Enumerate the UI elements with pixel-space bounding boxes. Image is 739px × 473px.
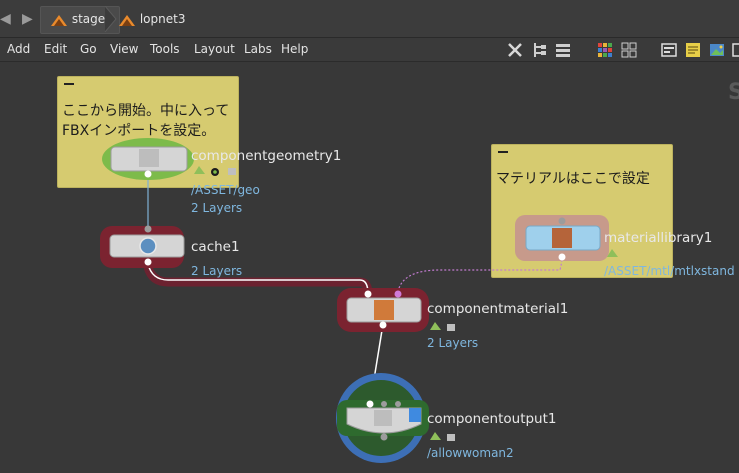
sticky-note-text: ここから開始。中に入ってFBXインポートを設定。 <box>62 103 230 139</box>
menu-tools[interactable]: Tools <box>150 42 180 56</box>
crumb-separator <box>104 6 117 32</box>
node-sub-path: /ASSET/geo <box>191 183 260 197</box>
crumb-stage[interactable]: stage <box>50 7 105 31</box>
crumb-label: stage <box>71 12 106 26</box>
output-connector <box>144 258 152 266</box>
stage-icon <box>51 14 67 26</box>
input-connector <box>366 400 374 408</box>
crumb-lopnet3[interactable]: lopnet3 <box>118 7 185 31</box>
component-material-icon <box>374 300 394 320</box>
crumb-label: lopnet3 <box>139 12 186 26</box>
tree-icon[interactable] <box>530 41 548 59</box>
output-connector <box>379 321 387 329</box>
menu-add[interactable]: Add <box>7 42 31 56</box>
wire-cache-material <box>147 263 369 295</box>
menu-bar: Add Edit Go View Tools Layout Labs Help <box>0 38 739 62</box>
input-connector <box>144 225 152 233</box>
sticky-note-text: マテリアルはここで設定 <box>496 171 650 187</box>
output-connector <box>558 253 566 261</box>
node-label-componentoutput1[interactable]: componentoutput1 <box>427 411 557 427</box>
ghost-text: S <box>728 80 739 105</box>
menu-view[interactable]: View <box>110 42 139 56</box>
panel-icon[interactable] <box>732 41 739 59</box>
tools-icon[interactable] <box>506 41 524 59</box>
component-output-icon <box>374 410 392 426</box>
menu-layout[interactable]: Layout <box>194 42 235 56</box>
input-connector <box>558 217 566 225</box>
material-library-icon <box>552 228 572 248</box>
sticky-note-icon[interactable] <box>684 41 702 59</box>
sticky-minimize-icon[interactable] <box>64 83 74 85</box>
wire-material-library <box>397 257 563 293</box>
node-sub-path: /allowwoman2 <box>427 446 514 460</box>
forward-arrow-icon[interactable]: ▶ <box>22 11 33 27</box>
node-label-componentgeometry1[interactable]: componentgeometry1 <box>191 148 342 164</box>
output-connector <box>380 433 388 441</box>
menu-edit[interactable]: Edit <box>44 42 68 56</box>
node-label-componentmaterial1[interactable]: componentmaterial1 <box>427 301 569 317</box>
input-connector <box>394 290 402 298</box>
component-geometry-icon <box>139 149 159 167</box>
node-sub-path: /ASSET/mtl/mtlxstand <box>604 264 735 278</box>
output-flag <box>409 408 421 422</box>
flag-icon <box>194 166 205 174</box>
lopnet-icon <box>119 14 135 26</box>
menu-help[interactable]: Help <box>281 42 309 56</box>
flag-icon <box>430 322 441 330</box>
sticky-minimize-icon[interactable] <box>498 151 508 153</box>
menu-go[interactable]: Go <box>80 42 97 56</box>
network-graph <box>100 138 618 463</box>
network-canvas[interactable]: S ここから開始。中に入ってFBXインポートを設定。 マテリアルはここで設定 <box>0 62 739 473</box>
lock-icon <box>447 434 455 441</box>
lock-icon <box>228 168 236 175</box>
node-sub-layers: 2 Layers <box>427 336 479 350</box>
input-connector <box>395 401 401 407</box>
lock-icon <box>447 324 455 331</box>
output-connector <box>144 170 152 178</box>
menu-labs[interactable]: Labs <box>244 42 272 56</box>
node-sub-layers: 2 Layers <box>191 201 243 215</box>
flag-icon <box>430 432 441 440</box>
grid-icon[interactable] <box>620 41 638 59</box>
path-bar: ◀ ▶ stage lopnet3 <box>0 0 739 38</box>
display-options-icon[interactable] <box>660 41 678 59</box>
image-icon[interactable] <box>708 41 726 59</box>
node-label-materiallibrary1[interactable]: materiallibrary1 <box>604 230 713 246</box>
input-connector <box>364 290 372 298</box>
node-sub-layers: 2 Layers <box>191 264 243 278</box>
flag-icon <box>607 249 618 257</box>
list-icon[interactable] <box>554 41 572 59</box>
node-label-cache1[interactable]: cache1 <box>191 239 240 255</box>
grid-color-icon[interactable] <box>596 41 614 59</box>
input-connector <box>381 401 387 407</box>
gear-icon <box>139 237 157 255</box>
sticky-note-material[interactable]: マテリアルはここで設定 <box>491 144 673 278</box>
back-arrow-icon[interactable]: ◀ <box>0 11 11 27</box>
